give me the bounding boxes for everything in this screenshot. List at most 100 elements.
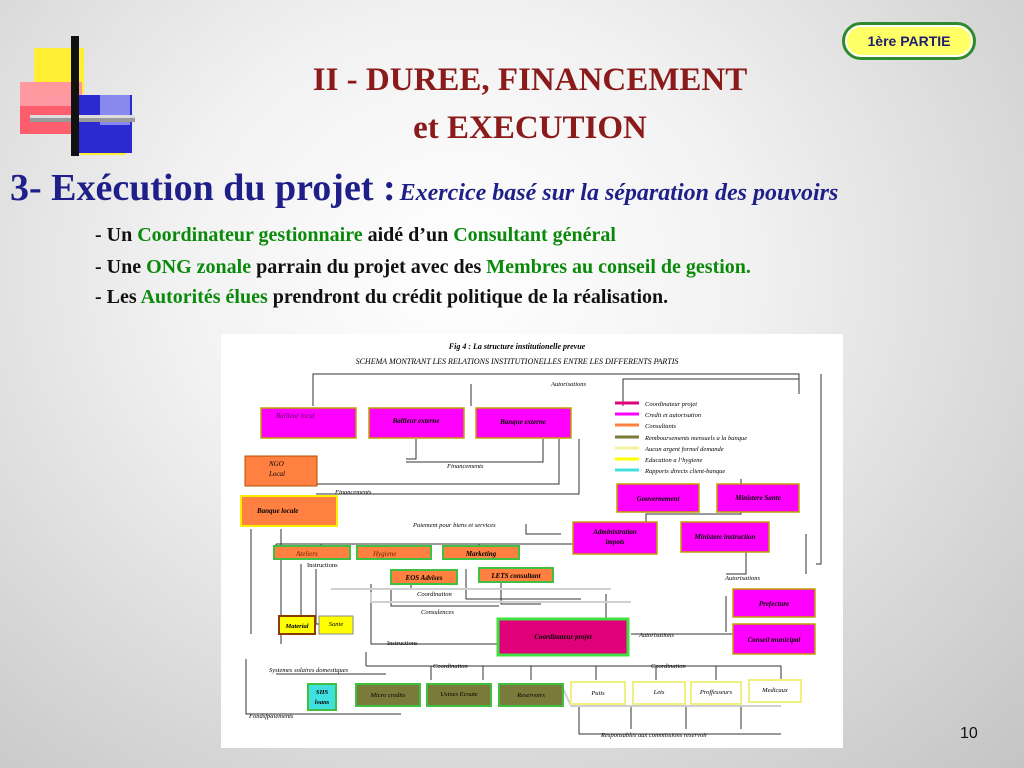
material-box: [278, 615, 316, 635]
eos-advises-box: [390, 569, 458, 585]
bullet-highlight: Consultant général: [453, 224, 616, 246]
section-badge: 1ère PARTIE: [842, 22, 976, 60]
bullet-2: - Une ONG zonale parrain du projet avec …: [95, 256, 751, 279]
lets-box: [632, 681, 686, 705]
legend-item: Rapports directs client-banque: [615, 468, 725, 475]
consulences-label: Consulences: [421, 609, 454, 616]
bullet-highlight: Autorités élues: [140, 286, 268, 308]
responsables-label: Responsables aux commissions reservoir: [600, 732, 708, 739]
medicaux-box: [748, 679, 802, 703]
lets-consultant-label: LETS consultant: [490, 572, 541, 580]
slide-title-line2: et EXECUTION: [413, 110, 647, 146]
slide-title-line1: II - DUREE, FINANCEMENT: [312, 62, 748, 98]
proffesseurs-box: [690, 681, 742, 705]
decorative-logo: [20, 36, 135, 156]
ministere-sante-box: [716, 483, 800, 513]
proffesseurs-label: Proffesseurs: [699, 689, 733, 696]
bullet-text: - Un: [95, 224, 138, 246]
bullet-text: prendront du crédit politique de la réal…: [267, 286, 669, 308]
autorisations-mid-label: Autorisations: [638, 632, 675, 639]
lets-consultant-box: [478, 567, 554, 583]
bullet-text: parrain du projet avec des: [251, 256, 487, 278]
legend-item: Consultants: [615, 423, 677, 430]
ngo-local-label-2: Local: [268, 470, 285, 478]
legend-item: Education a l’hygiene: [615, 457, 703, 464]
bullet-highlight: Membres au conseil de gestion.: [486, 256, 751, 278]
fonds-label: Fondsfpaiements: [248, 713, 294, 720]
coordinateur-projet-label: Coordinateur projet: [534, 633, 592, 641]
legend-label: Education a l’hygiene: [644, 457, 703, 464]
micro-credits-label: Micro credits: [370, 692, 406, 699]
banque-locale-box: [240, 495, 338, 527]
puits-box: [570, 681, 626, 705]
hygiene-box: [356, 545, 432, 560]
legend-label: Remboursements mensuels a la banque: [644, 435, 747, 442]
banque-locale-label: Banque locale: [256, 507, 298, 515]
legend-label: Aucun argent formel demande: [644, 446, 724, 453]
ateliers-label: Ateliers: [295, 550, 318, 558]
figure-caption: Fig 4 : La structure institutionelle pre…: [448, 342, 586, 351]
legend-label: Consultants: [645, 423, 677, 430]
legend-item: Remboursements mensuels a la banque: [615, 435, 747, 442]
micro-credits-box: [355, 683, 421, 707]
marketing-box: [442, 545, 520, 560]
bullet-text: aidé d’un: [362, 224, 454, 246]
legend-label: Coordinateur projet: [645, 401, 697, 408]
page-number: 10: [960, 725, 978, 742]
bailleur-externe-label: Bailleur externe: [392, 417, 440, 425]
ateliers-box: [273, 545, 351, 560]
shs-loans-box: [307, 683, 337, 711]
ngo-local-box: [244, 455, 318, 487]
institutional-structure-figure: Fig 4 : La structure institutionelle pre…: [221, 334, 843, 748]
administration-label-2: impots: [605, 538, 624, 546]
prefecture-box: [732, 588, 816, 618]
gouvernement-box: [616, 483, 700, 513]
coordination-label-3: Coordination: [651, 663, 686, 670]
banque-externe-label: Banque externe: [499, 418, 546, 426]
financements-label-1: Financements: [446, 463, 484, 470]
instructions-label-2: Instructions: [387, 640, 418, 647]
section-heading: 3- Exécution du projet : Exercice basé s…: [10, 166, 838, 210]
conseil-municipal-box: [732, 623, 816, 655]
ministere-instruction-box: [680, 521, 770, 553]
shs-loans-label-2: loans: [315, 699, 330, 706]
bullet-highlight: Coordinateur gestionnaire: [137, 224, 363, 246]
usines-ecoute-label: Usines Ecoute: [440, 691, 477, 698]
bullet-text: - Une: [95, 256, 147, 278]
systemes-label: Systemes solaires domestiques: [269, 667, 349, 674]
section-heading-subtitle: Exercice basé sur la séparation des pouv…: [399, 180, 839, 206]
gouvernement-label: Gouvernement: [637, 495, 681, 503]
legend-item: Aucun argent formel demande: [615, 446, 724, 453]
puits-label: Puits: [590, 690, 605, 697]
coordination-label-2: Coordination: [433, 663, 468, 670]
financements-label-2: Financements: [334, 489, 372, 496]
administration-label-1: Administration: [592, 528, 637, 536]
reservoirs-box: [498, 683, 564, 707]
bailleur-local-box: [260, 407, 357, 439]
bullet-3: - Les Autorités élues prendront du crédi…: [95, 286, 668, 309]
prefecture-label: Prefecture: [759, 600, 789, 608]
eos-advises-label: EOS Advises: [405, 574, 443, 582]
medicaux-label: Medicaux: [761, 687, 788, 694]
ministere-instruction-label: Ministere instruction: [694, 533, 756, 541]
bailleur-local-label: Bailleur local: [276, 412, 315, 420]
hygiene-label: Hygiene: [372, 550, 396, 558]
banque-externe-box: [475, 407, 572, 439]
bullet-text: - Les: [95, 286, 141, 308]
usines-ecoute-box: [426, 683, 492, 707]
legend-item: Credit et autorisation: [615, 412, 701, 419]
reservoirs-label: Reservoirs: [516, 692, 545, 699]
light-connector-lines: [331, 588, 781, 707]
legend-label: Rapports directs client-banque: [644, 468, 725, 475]
legend: Coordinateur projet Credit et autorisati…: [615, 401, 747, 475]
autorisations-top-label: Autorisations: [550, 381, 587, 388]
marketing-label: Marketing: [465, 550, 497, 558]
material-label: Material: [284, 623, 308, 630]
lets-label: Lets: [653, 689, 665, 696]
bullet-highlight: ONG zonale: [146, 256, 252, 278]
legend-item: Coordinateur projet: [615, 401, 697, 408]
shs-loans-label-1: SHS: [316, 689, 329, 696]
sante-label: Sante: [329, 621, 344, 628]
bullet-1: - Un Coordinateur gestionnaire aidé d’un…: [95, 224, 616, 247]
structure-diagram: Fig 4 : La structure institutionelle pre…: [240, 342, 822, 739]
